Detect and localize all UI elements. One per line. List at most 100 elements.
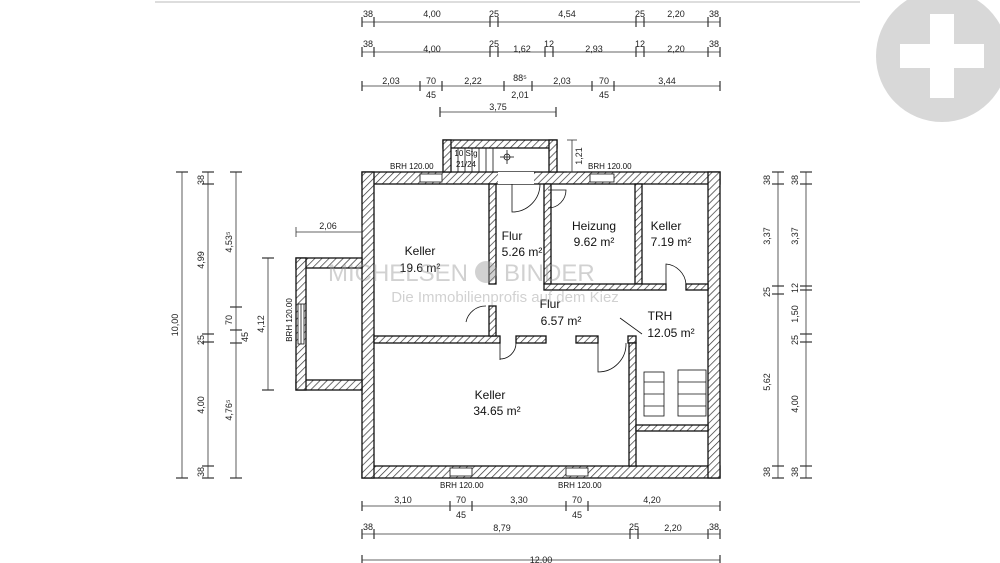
dim-label: 2,93 bbox=[585, 44, 603, 54]
dim-label: 1,62 bbox=[513, 44, 531, 54]
dim-label: 25 bbox=[489, 39, 499, 49]
dim-label: 25 bbox=[790, 335, 800, 345]
dim-label: 4,53⁵ bbox=[224, 231, 234, 253]
brh-label: BRH 120.00 bbox=[440, 481, 484, 490]
stair-depth-label: 1,21 bbox=[574, 147, 584, 165]
dim-label: 45 bbox=[240, 332, 250, 342]
dim-label: 4,99 bbox=[196, 251, 206, 269]
room-name: TRH bbox=[648, 309, 673, 323]
dim-label: 38 bbox=[790, 175, 800, 185]
dim-label: 25 bbox=[762, 287, 772, 297]
room-area: 9.62 m² bbox=[574, 235, 615, 249]
dim-label: 4,00 bbox=[196, 396, 206, 414]
dim-label: 70 bbox=[456, 495, 466, 505]
room-name: Heizung bbox=[572, 219, 616, 233]
top-dimensions bbox=[361, 17, 721, 117]
dim-label: 70 bbox=[599, 76, 609, 86]
brh-label: BRH 120.00 bbox=[588, 162, 632, 171]
right-dimension-labels: 38 3,37 25 5,62 38 38 3,37 12 1,50 25 4,… bbox=[762, 175, 800, 477]
dim-label: 3,37 bbox=[762, 227, 772, 245]
stair-ratio-label: 21/24 bbox=[456, 160, 477, 169]
dim-label: 1,50 bbox=[790, 305, 800, 323]
wing-width-label: 2,06 bbox=[319, 221, 337, 231]
room-area: 7.19 m² bbox=[651, 235, 692, 249]
dim-label: 2,20 bbox=[667, 9, 685, 19]
dim-label: 38 bbox=[196, 175, 206, 185]
watermark-brand-right: BINDER bbox=[504, 260, 595, 287]
dim-label: 12,00 bbox=[530, 555, 553, 563]
room-name: Flur bbox=[540, 297, 561, 311]
room-area: 5.26 m² bbox=[502, 245, 543, 259]
dim-label: 4,76⁵ bbox=[224, 399, 234, 421]
dim-label: 45 bbox=[572, 510, 582, 520]
dim-label: 3,37 bbox=[790, 227, 800, 245]
left-dimensions bbox=[176, 171, 274, 479]
walls bbox=[295, 139, 721, 479]
watermark-brand-left: MICHELSEN bbox=[328, 260, 468, 287]
bottom-dimension-labels: 3,10 70 3,30 70 4,20 45 45 38 8,79 25 2,… bbox=[363, 495, 719, 563]
dim-label: 4,20 bbox=[643, 495, 661, 505]
dim-label: 2,03 bbox=[553, 76, 571, 86]
room-name: Keller bbox=[475, 388, 506, 402]
room-name: Flur bbox=[502, 229, 523, 243]
brh-label: BRH 120.00 bbox=[390, 162, 434, 171]
dim-label: 25 bbox=[489, 9, 499, 19]
dim-label: 4,54 bbox=[558, 9, 576, 19]
dim-label: 2,03 bbox=[382, 76, 400, 86]
dim-label: 3,10 bbox=[394, 495, 412, 505]
bottom-dimensions bbox=[361, 501, 721, 563]
top-dimension-labels: 38 4,00 25 4,54 25 2,20 38 38 4,00 25 1,… bbox=[363, 9, 719, 112]
dim-label: 10,00 bbox=[170, 314, 180, 337]
brh-label: BRH 120.00 bbox=[285, 298, 294, 342]
cross-logo-icon bbox=[876, 0, 1000, 122]
dim-label: 70 bbox=[224, 315, 234, 325]
dim-label: 4,12 bbox=[256, 315, 266, 333]
dim-label: 4,00 bbox=[790, 395, 800, 413]
dim-label: 4,00 bbox=[423, 44, 441, 54]
dim-label: 88⁵ bbox=[513, 73, 527, 83]
room-name: Keller bbox=[651, 219, 682, 233]
room-area: 19.6 m² bbox=[400, 261, 441, 275]
dim-label: 8,79 bbox=[493, 523, 511, 533]
dim-label: 70 bbox=[426, 76, 436, 86]
dim-label: 45 bbox=[426, 90, 436, 100]
dim-label: 25 bbox=[196, 335, 206, 345]
brh-label: BRH 120.00 bbox=[558, 481, 602, 490]
dim-label: 38 bbox=[709, 522, 719, 532]
windows bbox=[297, 173, 615, 477]
dim-label: 38 bbox=[709, 39, 719, 49]
dim-label: 12 bbox=[544, 39, 554, 49]
misc-dimensions bbox=[295, 139, 577, 237]
doors bbox=[465, 172, 687, 373]
dim-label: 2,20 bbox=[667, 44, 685, 54]
dim-label: 38 bbox=[196, 467, 206, 477]
room-name: Keller bbox=[405, 244, 436, 258]
dim-label: 25 bbox=[635, 9, 645, 19]
dim-label: 12 bbox=[635, 39, 645, 49]
dim-label: 4,00 bbox=[423, 9, 441, 19]
dim-label: 70 bbox=[572, 495, 582, 505]
dim-label: 2,01 bbox=[511, 90, 529, 100]
room-area: 12.05 m² bbox=[647, 326, 694, 340]
room-area: 34.65 m² bbox=[473, 404, 520, 418]
dim-label: 38 bbox=[790, 467, 800, 477]
dim-label: 45 bbox=[599, 90, 609, 100]
dim-label: 2,22 bbox=[464, 76, 482, 86]
dim-label: 25 bbox=[629, 522, 639, 532]
room-labels: Keller 19.6 m² Flur 5.26 m² Heizung 9.62… bbox=[400, 219, 695, 418]
left-dimension-labels: 10,00 38 4,99 25 4,00 38 4,53⁵ 70 45 4,7… bbox=[170, 175, 266, 477]
dim-label: 38 bbox=[762, 175, 772, 185]
right-dimensions bbox=[772, 171, 812, 479]
watermark-cross-icon bbox=[475, 261, 497, 283]
stair-steps-label: 10 Stg bbox=[454, 149, 477, 158]
dim-label: 38 bbox=[762, 467, 772, 477]
dim-label: 3,44 bbox=[658, 76, 676, 86]
dim-label: 38 bbox=[363, 39, 373, 49]
room-area: 6.57 m² bbox=[541, 314, 582, 328]
dim-label: 12 bbox=[790, 283, 800, 293]
dim-label: 38 bbox=[363, 522, 373, 532]
dim-label: 3,75 bbox=[489, 102, 507, 112]
watermark-tagline: Die Immobilienprofis auf dem Kiez bbox=[391, 289, 619, 306]
dim-label: 38 bbox=[363, 9, 373, 19]
